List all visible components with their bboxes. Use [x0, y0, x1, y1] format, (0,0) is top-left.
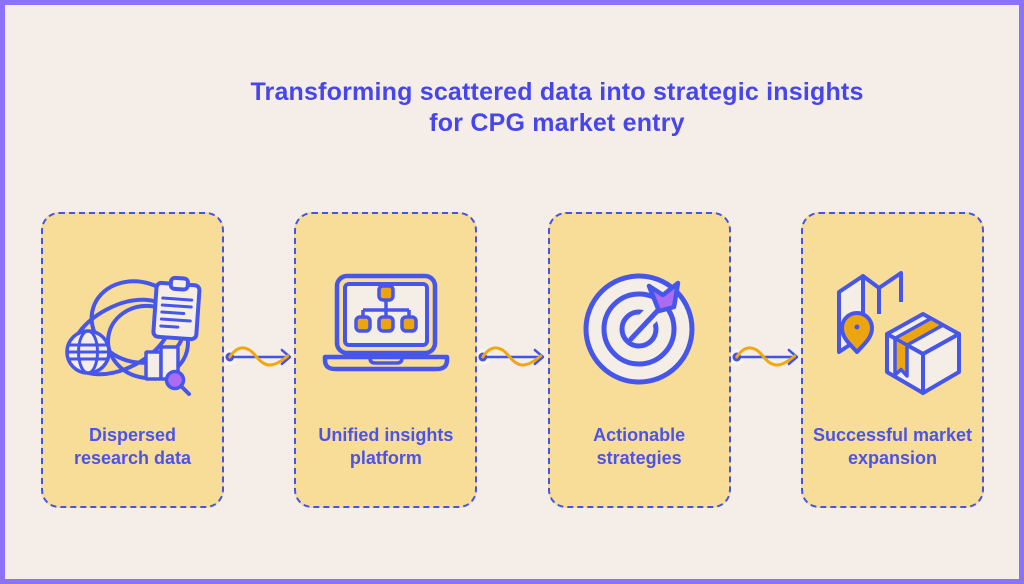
- step-card-dispersed-data: Dispersed research data: [41, 212, 224, 508]
- step-card-market-expansion: Successful market expansion: [800, 212, 984, 508]
- flow-arrow-3: [730, 212, 801, 508]
- step-card-insights-platform: Unified insights platform: [294, 212, 478, 508]
- step-card-actionable-strategies: Actionable strategies: [547, 212, 731, 508]
- step-label: Dispersed research data: [73, 425, 192, 468]
- flow-diagram: Dispersed research data: [41, 212, 984, 508]
- unified-insights-platform-icon: [311, 252, 461, 402]
- successful-market-expansion-icon: [817, 252, 967, 402]
- arrow-wave-icon: [730, 346, 798, 367]
- dispersed-research-data-icon: [58, 252, 208, 402]
- step-label: Actionable strategies: [593, 425, 686, 468]
- page-title: Transforming scattered data into strateg…: [250, 78, 864, 137]
- arrow-wave-icon: [224, 346, 292, 367]
- flow-arrow-1: [224, 212, 294, 508]
- actionable-strategies-target-icon: [564, 252, 714, 402]
- flow-arrow-2: [477, 212, 547, 508]
- arrow-wave-icon: [477, 346, 545, 367]
- step-label: Unified insights platform: [318, 425, 454, 468]
- step-label: Successful market expansion: [812, 425, 973, 468]
